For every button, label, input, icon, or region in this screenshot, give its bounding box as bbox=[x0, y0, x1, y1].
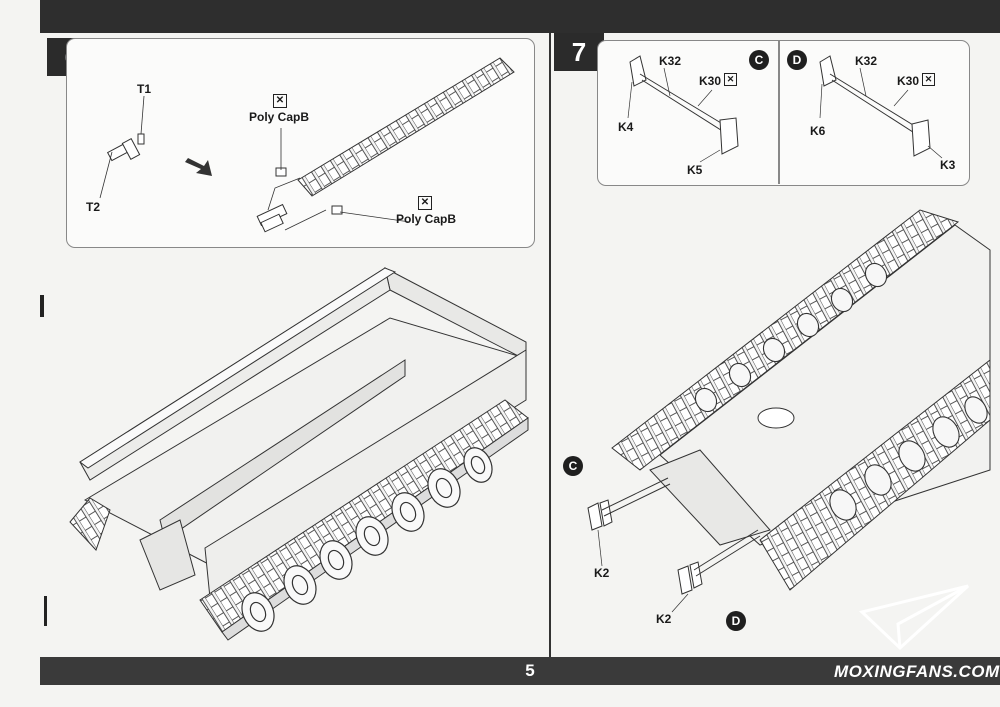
label-c-k30: K30 bbox=[699, 74, 722, 88]
polycap-top-icon: ✕ bbox=[273, 94, 287, 108]
binding-mark bbox=[44, 596, 47, 626]
step-7-number: 7 bbox=[554, 33, 604, 71]
part-t1-t2 bbox=[106, 133, 145, 162]
page-number: 5 bbox=[525, 661, 535, 680]
main-d-marker: D bbox=[726, 611, 746, 631]
label-k2-right: K2 bbox=[656, 612, 672, 626]
step-6-detail-panel bbox=[66, 38, 535, 248]
step-7-detail-panel bbox=[597, 40, 970, 186]
k30-d-icon: ✕ bbox=[922, 73, 935, 86]
polycap-bottom-icon: ✕ bbox=[418, 196, 432, 210]
label-d-k6: K6 bbox=[810, 124, 826, 138]
detail-c-parts bbox=[629, 55, 739, 155]
label-polycap-bottom: Poly CapB bbox=[396, 212, 457, 226]
k30-c-icon: ✕ bbox=[724, 73, 737, 86]
bottom-footer-bar bbox=[40, 657, 1000, 685]
idler-parts bbox=[256, 167, 343, 233]
binding-mark bbox=[40, 295, 44, 317]
label-d-k32: K32 bbox=[855, 54, 878, 68]
detail-c-marker: C bbox=[749, 50, 769, 70]
label-t2: T2 bbox=[86, 200, 101, 214]
label-c-k4: K4 bbox=[618, 120, 634, 134]
label-t1: T1 bbox=[137, 82, 152, 96]
center-divider bbox=[549, 33, 551, 657]
detail-d-marker: D bbox=[787, 50, 807, 70]
road-wheels bbox=[241, 447, 493, 632]
detail-panel-divider bbox=[778, 41, 780, 184]
label-polycap-top: Poly CapB bbox=[249, 110, 310, 124]
track-link-strip bbox=[297, 57, 515, 197]
watermark-text: MOXINGFANS.COM bbox=[834, 662, 1000, 681]
hull-assembly-step6 bbox=[69, 267, 529, 641]
underside-road-wheels bbox=[694, 262, 988, 521]
direction-arrow bbox=[185, 158, 212, 176]
label-d-k3: K3 bbox=[940, 158, 956, 172]
top-header-bar bbox=[40, 0, 1000, 33]
tow-hook-parts bbox=[587, 477, 761, 595]
label-c-k5: K5 bbox=[687, 163, 703, 177]
label-d-k30: K30 bbox=[897, 74, 920, 88]
main-c-marker: C bbox=[563, 456, 583, 476]
label-c-k32: K32 bbox=[659, 54, 682, 68]
detail-d-parts bbox=[819, 55, 931, 157]
label-k2-left: K2 bbox=[594, 566, 610, 580]
